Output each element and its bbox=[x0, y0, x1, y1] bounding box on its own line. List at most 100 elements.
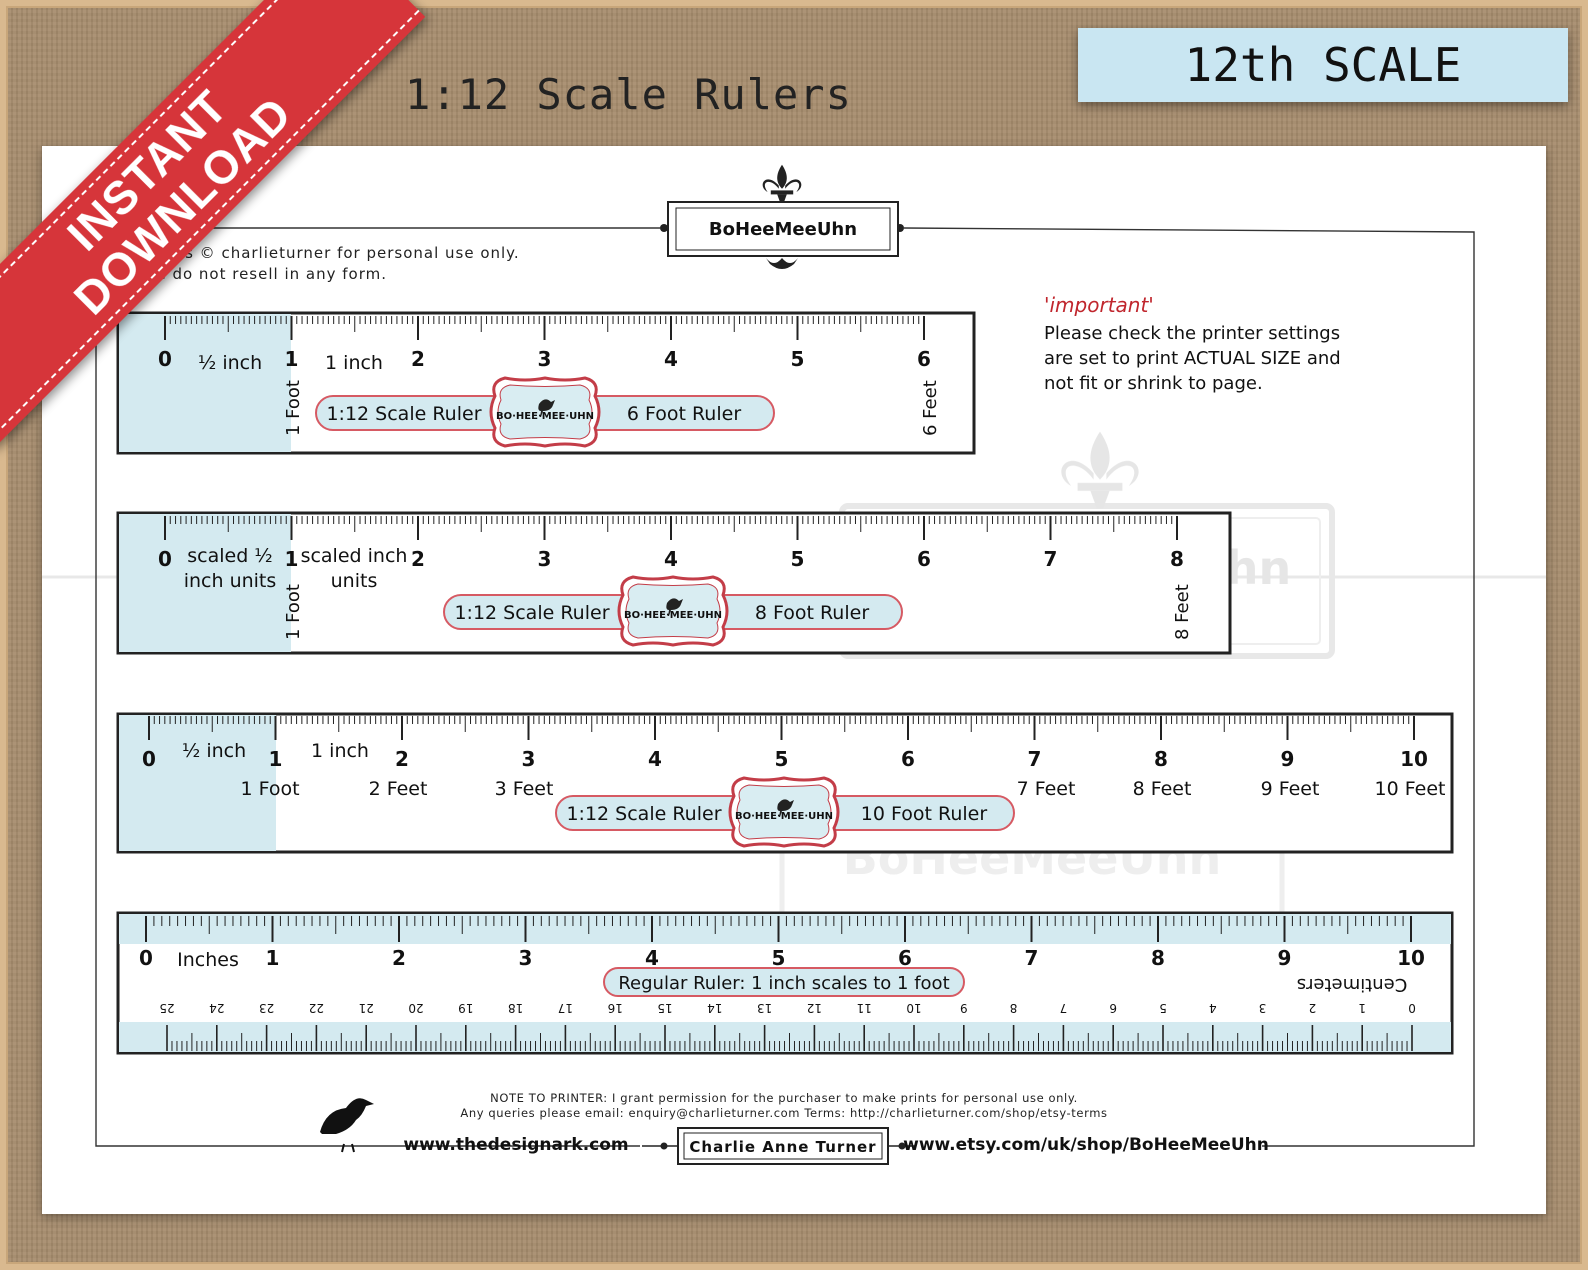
centimeters-label: Centimeters bbox=[1297, 974, 1408, 995]
half-label-1: scaled ½ bbox=[187, 545, 272, 567]
inch-label: 1 inch bbox=[325, 352, 383, 374]
cm-number: 19 bbox=[458, 1001, 473, 1015]
ruler-number: 3 bbox=[519, 946, 533, 970]
important-line-1: Please check the printer settings bbox=[1044, 323, 1340, 344]
ruler-number: 7 bbox=[1028, 747, 1042, 771]
ruler-number: 8 bbox=[1154, 747, 1168, 771]
regular-pill: Regular Ruler: 1 inch scales to 1 foot bbox=[618, 973, 949, 994]
ruler-number: 0 bbox=[158, 347, 172, 371]
important-line-2: are set to print ACTUAL SIZE and bbox=[1044, 348, 1341, 369]
author-name: Charlie Anne Turner bbox=[689, 1138, 876, 1156]
ruler-number: 2 bbox=[395, 747, 409, 771]
inch-label: 1 inch bbox=[311, 740, 369, 762]
foot-label: 1 Foot bbox=[283, 584, 304, 640]
cm-number: 20 bbox=[408, 1001, 423, 1015]
site-left: www.thedesignark.com bbox=[403, 1135, 628, 1155]
end-label: 8 Feet bbox=[1172, 584, 1193, 640]
sheet-border-right bbox=[903, 227, 1475, 1147]
inch-label-2: units bbox=[331, 570, 378, 592]
feet-label-8: 8 Feet bbox=[1133, 778, 1192, 800]
cm-number: 12 bbox=[807, 1001, 822, 1015]
cm-number: 15 bbox=[657, 1001, 672, 1015]
logo-name: BO·HEE·MEE·UHN bbox=[624, 610, 722, 621]
cm-number: 16 bbox=[608, 1001, 623, 1015]
site-right: www.etsy.com/uk/shop/BoHeeMeeUhn bbox=[903, 1135, 1269, 1155]
ruler-number: 10 bbox=[1400, 747, 1428, 771]
copyright-line-1: This kit is © charlieturner for personal… bbox=[111, 244, 520, 262]
ruler-number: 4 bbox=[648, 747, 662, 771]
ruler-number: 4 bbox=[645, 946, 659, 970]
ruler-number: 6 bbox=[917, 347, 931, 371]
ruler-number: 5 bbox=[772, 946, 786, 970]
ruler-number: 5 bbox=[775, 747, 789, 771]
ruler-number: 0 bbox=[139, 946, 153, 970]
regular-inch-ticks bbox=[145, 916, 1412, 942]
cm-number: 25 bbox=[159, 1001, 174, 1015]
pill-right: 8 Foot Ruler bbox=[755, 602, 869, 624]
printer-note-1: NOTE TO PRINTER: I grant permission for … bbox=[490, 1091, 1078, 1105]
ruler-number: 0 bbox=[158, 547, 172, 571]
cm-number: 14 bbox=[707, 1001, 722, 1015]
cm-number: 9 bbox=[960, 1001, 968, 1015]
cm-number: 11 bbox=[857, 1001, 872, 1015]
feet-label-10: 10 Feet bbox=[1375, 778, 1446, 800]
cm-number: 17 bbox=[558, 1001, 573, 1015]
ruler-number: 3 bbox=[522, 747, 536, 771]
cm-number: 3 bbox=[1259, 1001, 1267, 1015]
ruler-number: 6 bbox=[917, 547, 931, 571]
pill-left: 1:12 Scale Ruler bbox=[326, 403, 481, 425]
ruler-number: 7 bbox=[1044, 547, 1058, 571]
cm-number: 8 bbox=[1010, 1001, 1018, 1015]
cm-number: 6 bbox=[1109, 1001, 1117, 1015]
ruler-number: 8 bbox=[1151, 946, 1165, 970]
ruler-number: 4 bbox=[664, 547, 678, 571]
ruler-number: 7 bbox=[1025, 946, 1039, 970]
feet-label-2: 2 Feet bbox=[369, 778, 428, 800]
logo-name: BO·HEE·MEE·UHN bbox=[735, 811, 833, 822]
cm-number: 23 bbox=[259, 1001, 274, 1015]
scale-tab: 12th SCALE bbox=[1078, 28, 1568, 102]
regular-cm-ticks bbox=[166, 1025, 1413, 1051]
page-title: 1:12 Scale Rulers bbox=[405, 70, 852, 119]
half-inch-label: ½ inch bbox=[198, 352, 262, 374]
foot-label: 1 Foot bbox=[283, 380, 304, 436]
feet-label-1: 1 Foot bbox=[240, 778, 299, 800]
sheet-border bbox=[95, 227, 660, 1147]
cm-number: 10 bbox=[906, 1001, 921, 1015]
ruler-number: 6 bbox=[898, 946, 912, 970]
cm-number: 22 bbox=[309, 1001, 324, 1015]
pill-left: 1:12 Scale Ruler bbox=[566, 803, 721, 825]
brand-plaque: BoHeeMeeUhn bbox=[667, 164, 899, 269]
regular-cm-numbers: 0123456789101112131415161718192021222324… bbox=[159, 1001, 1415, 1015]
ruler-number: 1 bbox=[285, 347, 299, 371]
ruler-sheet: BoHeeMeeUhn BoHeeMeeUhn BoHeeMeeUhn This… bbox=[42, 146, 1546, 1214]
feet-label-9: 9 Feet bbox=[1261, 778, 1320, 800]
cm-number: 1 bbox=[1358, 1001, 1366, 1015]
bird-logo bbox=[320, 1098, 374, 1153]
ruler-number: 1 bbox=[266, 946, 280, 970]
ruler-number: 1 bbox=[285, 547, 299, 571]
ruler-number: 1 bbox=[269, 747, 283, 771]
cm-number: 21 bbox=[359, 1001, 374, 1015]
ruler-10-foot-ticks bbox=[148, 716, 1415, 740]
important-line-3: not fit or shrink to page. bbox=[1044, 373, 1263, 394]
ruler-number: 2 bbox=[392, 946, 406, 970]
printer-note-2: Any queries please email: enquiry@charli… bbox=[460, 1106, 1107, 1120]
ruler-number: 3 bbox=[538, 547, 552, 571]
ruler-number: 8 bbox=[1170, 547, 1184, 571]
ruler-6-foot-ticks bbox=[164, 316, 925, 340]
pill-left: 1:12 Scale Ruler bbox=[454, 602, 609, 624]
ruler-number: 5 bbox=[791, 347, 805, 371]
important-label: 'important' bbox=[1044, 293, 1154, 317]
brand-name: BoHeeMeeUhn bbox=[709, 219, 857, 240]
cm-number: 4 bbox=[1209, 1001, 1217, 1015]
feet-label-7: 7 Feet bbox=[1017, 778, 1076, 800]
ruler-number: 3 bbox=[538, 347, 552, 371]
